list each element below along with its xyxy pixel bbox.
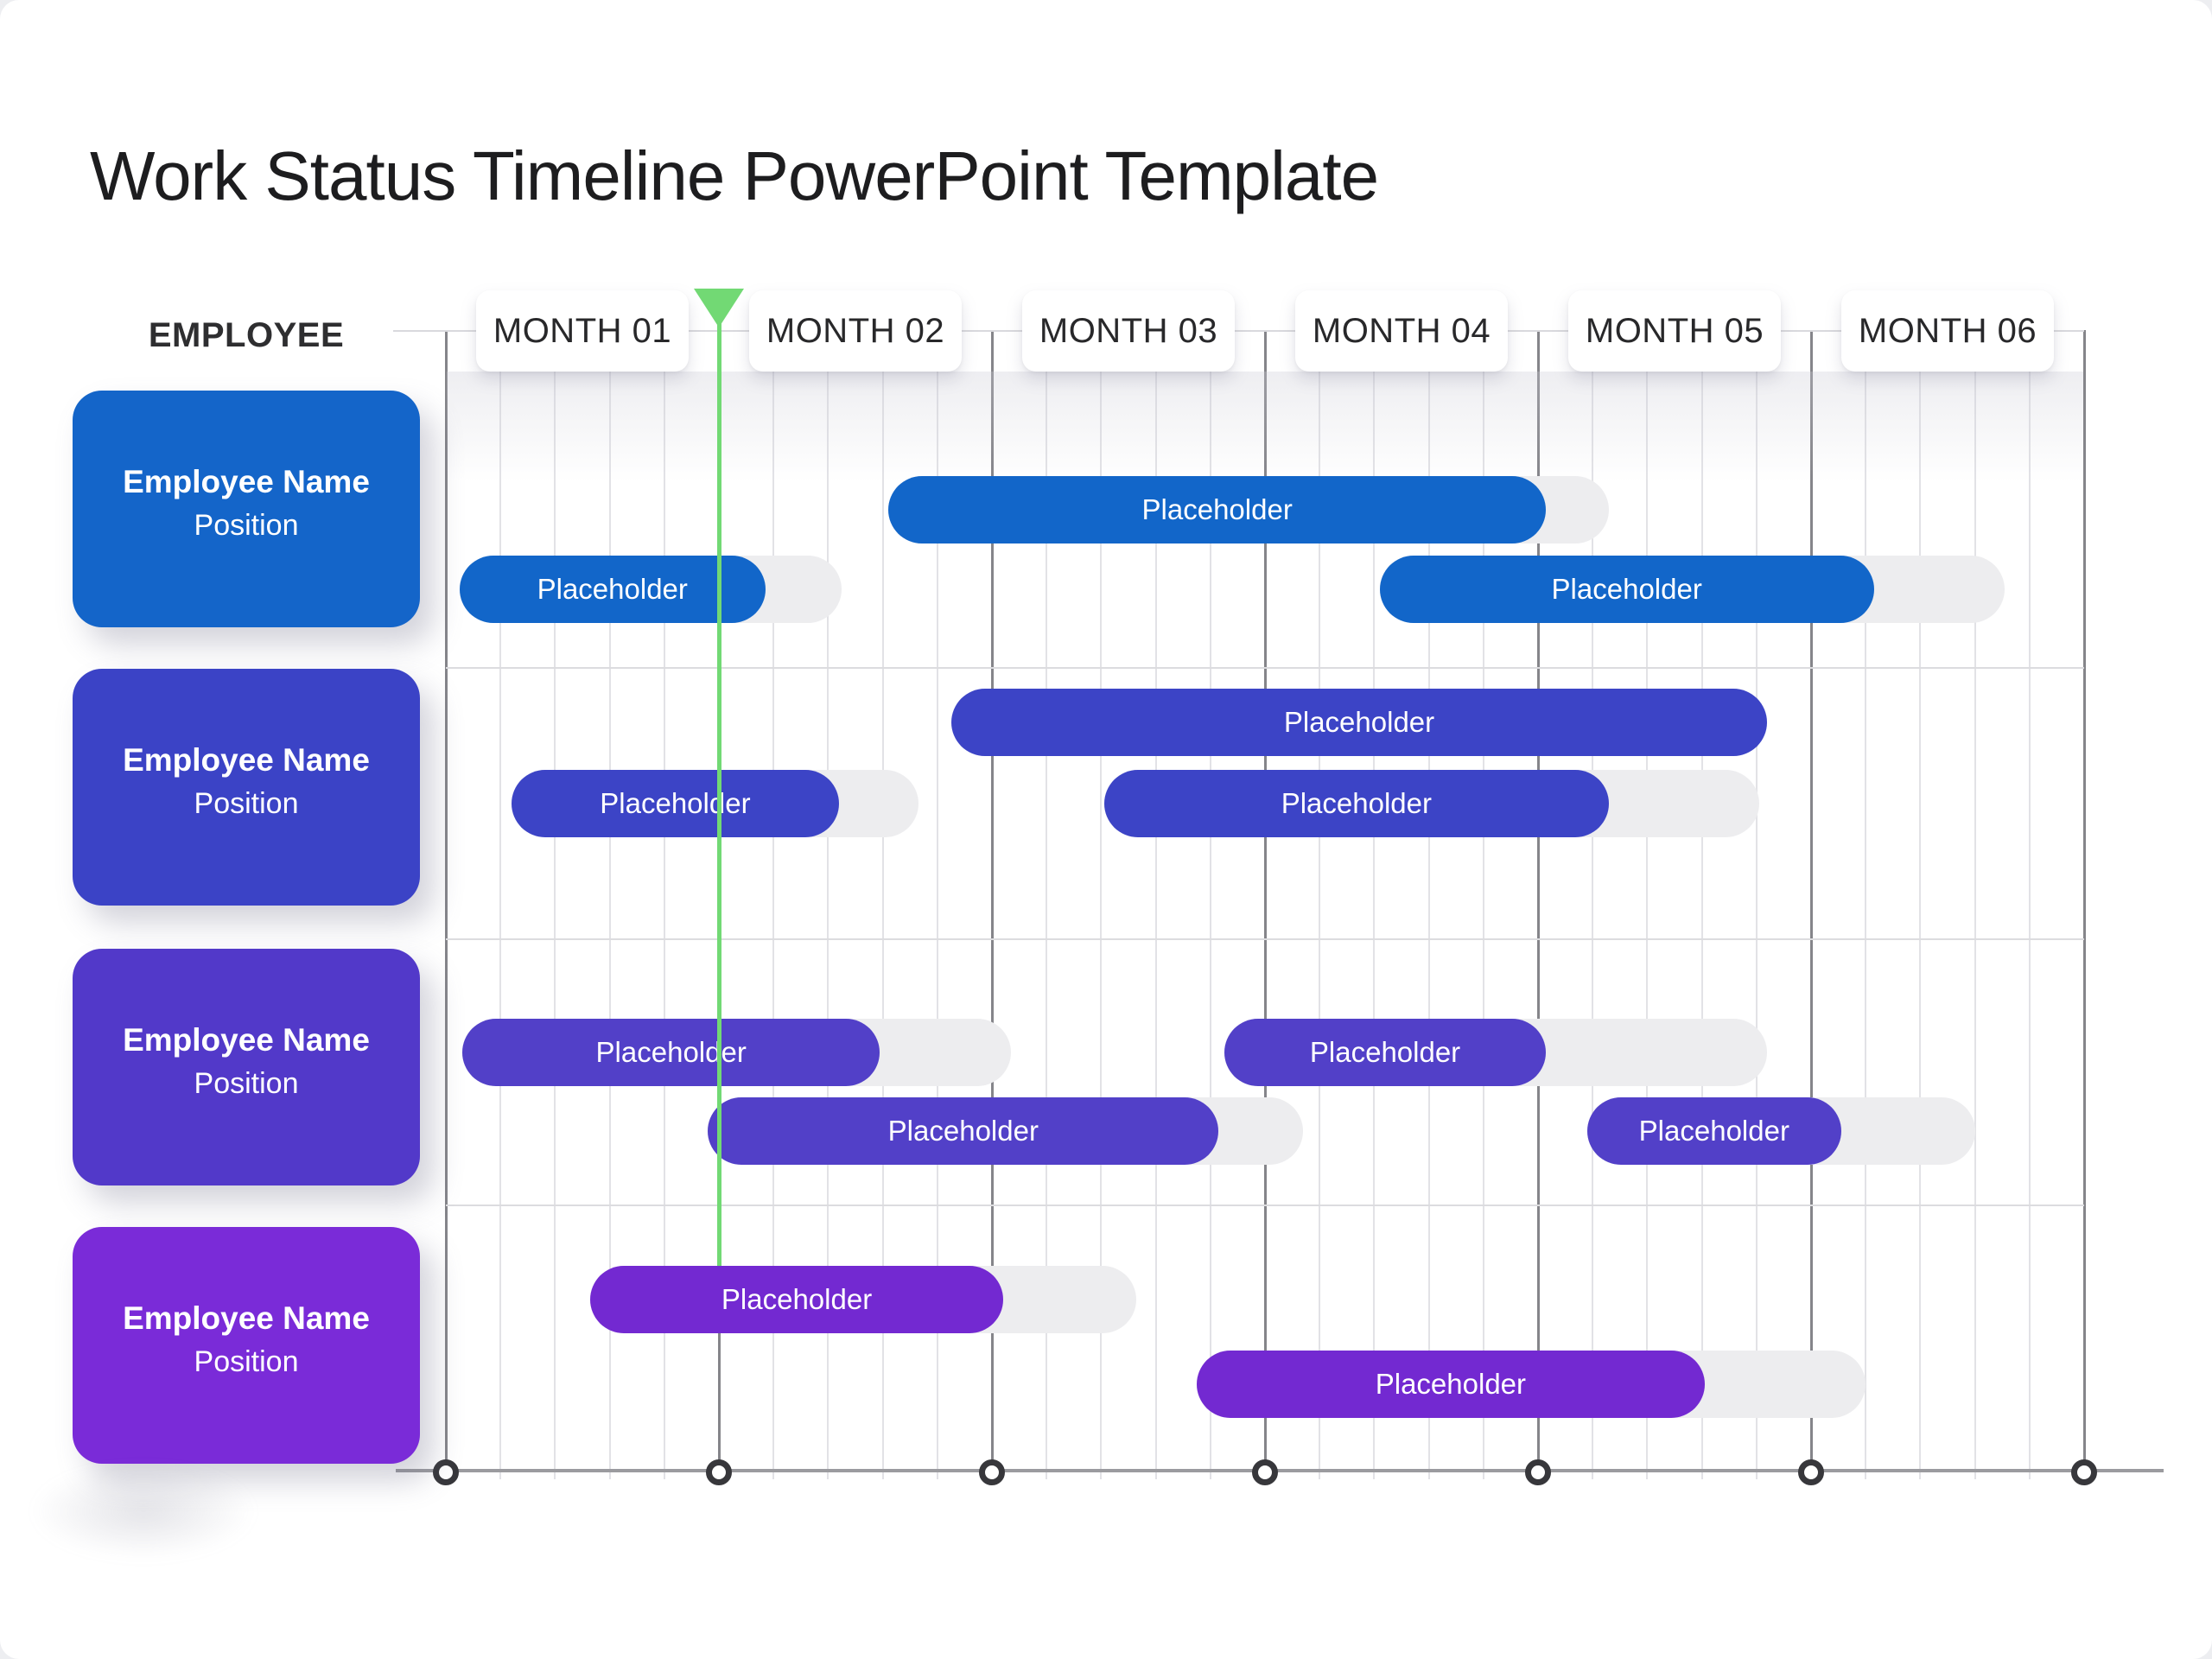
minor-gridline bbox=[2028, 330, 2031, 1479]
axis-month-marker bbox=[1525, 1459, 1551, 1485]
minor-gridline bbox=[881, 330, 884, 1479]
employee-name: Employee Name bbox=[123, 463, 370, 499]
month-header-card: MONTH 03 bbox=[1022, 290, 1235, 372]
month-boundary-gridline bbox=[990, 330, 994, 1479]
axis-month-marker bbox=[1798, 1459, 1824, 1485]
corner-shadow-decoration bbox=[31, 1464, 256, 1559]
gantt-bar: Placeholder bbox=[1224, 1019, 1547, 1086]
row-separator bbox=[446, 667, 2084, 669]
minor-gridline bbox=[772, 330, 775, 1479]
today-line bbox=[716, 304, 721, 1266]
chart-top-border bbox=[393, 330, 2084, 332]
minor-gridline bbox=[1209, 330, 1211, 1479]
employee-name: Employee Name bbox=[123, 1021, 370, 1058]
minor-gridline bbox=[1154, 330, 1157, 1479]
minor-gridline bbox=[1427, 330, 1430, 1479]
minor-gridline bbox=[608, 330, 611, 1479]
gantt-bar: Placeholder bbox=[1197, 1351, 1705, 1418]
row-separator bbox=[446, 1205, 2084, 1206]
minor-gridline bbox=[936, 330, 938, 1479]
timeline-axis bbox=[396, 1469, 2164, 1472]
minor-gridline bbox=[1919, 330, 1922, 1479]
minor-gridline bbox=[499, 330, 502, 1479]
minor-gridline bbox=[1865, 330, 1867, 1479]
minor-gridline bbox=[1592, 330, 1594, 1479]
gantt-bar: Placeholder bbox=[1103, 770, 1610, 837]
employee-column-header: EMPLOYEE bbox=[148, 316, 345, 354]
axis-month-marker bbox=[433, 1459, 459, 1485]
employee-position: Position bbox=[194, 508, 299, 542]
employee-position: Position bbox=[194, 1066, 299, 1100]
gantt-bar: Placeholder bbox=[1379, 556, 1874, 623]
month-header-card: MONTH 04 bbox=[1295, 290, 1508, 372]
row-separator bbox=[446, 938, 2084, 940]
gantt-bar: Placeholder bbox=[461, 1019, 880, 1086]
minor-gridline bbox=[1755, 330, 1758, 1479]
month-boundary-gridline bbox=[1263, 330, 1267, 1479]
gantt-bar: Placeholder bbox=[887, 476, 1547, 543]
minor-gridline bbox=[827, 330, 830, 1479]
month-header-card: MONTH 05 bbox=[1568, 290, 1781, 372]
axis-month-marker bbox=[2071, 1459, 2097, 1485]
employee-position: Position bbox=[194, 1344, 299, 1378]
axis-month-marker bbox=[706, 1459, 732, 1485]
employee-position: Position bbox=[194, 786, 299, 820]
gantt-bar: Placeholder bbox=[1586, 1097, 1841, 1165]
gantt-bar: Placeholder bbox=[708, 1097, 1219, 1165]
page-title: Work Status Timeline PowerPoint Template bbox=[90, 137, 1379, 214]
header-shadow-gradient bbox=[447, 372, 2083, 482]
month-header-card: MONTH 02 bbox=[749, 290, 962, 372]
employee-name: Employee Name bbox=[123, 741, 370, 778]
minor-gridline bbox=[1373, 330, 1376, 1479]
minor-gridline bbox=[1700, 330, 1703, 1479]
month-boundary-gridline bbox=[1809, 330, 1813, 1479]
gantt-bar: Placeholder bbox=[511, 770, 840, 837]
minor-gridline bbox=[1319, 330, 1321, 1479]
gantt-bar: Placeholder bbox=[950, 689, 1768, 756]
minor-gridline bbox=[554, 330, 556, 1479]
minor-gridline bbox=[1974, 330, 1976, 1479]
gantt-bar: Placeholder bbox=[590, 1266, 1003, 1333]
month-boundary-gridline bbox=[2082, 330, 2086, 1479]
month-header-card: MONTH 01 bbox=[476, 290, 689, 372]
minor-gridline bbox=[1046, 330, 1048, 1479]
month-boundary-gridline bbox=[1536, 330, 1540, 1479]
minor-gridline bbox=[1100, 330, 1103, 1479]
minor-gridline bbox=[1646, 330, 1649, 1479]
gantt-bar: Placeholder bbox=[459, 556, 766, 623]
month-header-card: MONTH 06 bbox=[1841, 290, 2054, 372]
month-boundary-gridline bbox=[444, 330, 448, 1479]
employee-name: Employee Name bbox=[123, 1300, 370, 1336]
minor-gridline bbox=[1482, 330, 1484, 1479]
minor-gridline bbox=[663, 330, 665, 1479]
axis-month-marker bbox=[979, 1459, 1005, 1485]
today-triangle-icon bbox=[694, 289, 744, 327]
axis-month-marker bbox=[1252, 1459, 1278, 1485]
